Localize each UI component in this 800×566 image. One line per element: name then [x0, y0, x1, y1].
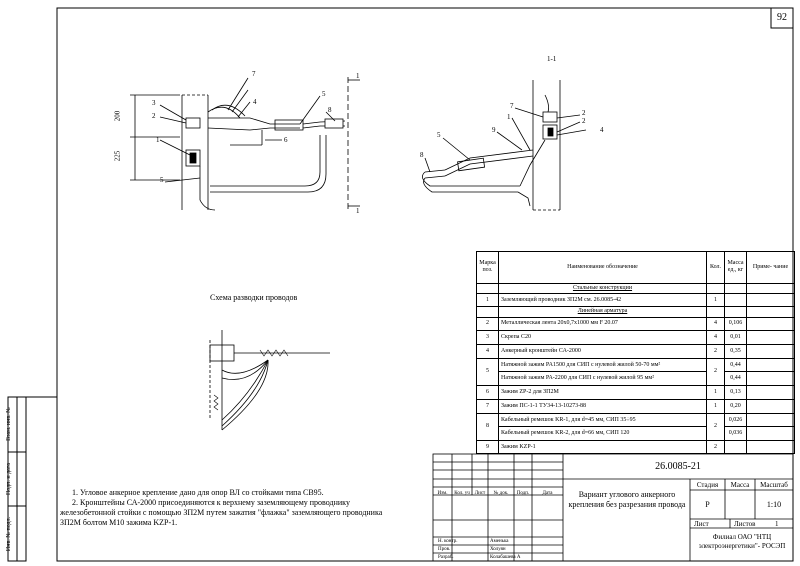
sheet-number-box — [770, 7, 794, 29]
name-developed: Колабашева А — [490, 555, 521, 560]
note-line-3: железобетонной стойки с помощью ЗП2М пут… — [60, 508, 383, 517]
table-row: Кабельный ремешок KR-2, для d=66 мм, СИП… — [477, 426, 795, 442]
callout-right-5: 5 — [437, 131, 441, 139]
side-stamp-boxes — [7, 396, 57, 562]
sheet-label: Лист — [694, 520, 709, 528]
col-date: Дата — [542, 491, 553, 496]
scale-label: Масштаб — [760, 481, 788, 489]
callout-right-2b: 2 — [582, 117, 586, 125]
header-mark: Марка поз. — [476, 251, 499, 284]
mass-label: Масса — [730, 481, 750, 489]
specification-table: Марка поз. Наименование обозначение Кол.… — [476, 251, 795, 454]
note-line-2: 2. Кронштейны СА-2000 присоединяются к в… — [72, 498, 350, 507]
wire-routing-scheme — [209, 330, 330, 431]
section-steel: Стальные конструкции — [498, 282, 707, 295]
left-elevation-view — [130, 77, 360, 211]
section-view-1-1 — [422, 80, 587, 211]
name-checked: Холуян — [490, 547, 506, 552]
role-developed: Разраб. — [438, 555, 454, 560]
dimension-upper: 200 — [113, 110, 122, 122]
role-checked: Пров. — [438, 547, 451, 552]
name-norm-control: Аменька — [490, 539, 509, 544]
callout-left-5b: 5 — [160, 176, 164, 184]
dimension-lower: 225 — [113, 150, 122, 162]
section-label: 1-1 — [547, 55, 557, 63]
stage-label: Стадия — [696, 481, 719, 489]
callout-left-4: 4 — [253, 98, 257, 106]
callout-right-4: 4 — [600, 126, 604, 134]
callout-left-6: 6 — [284, 136, 288, 144]
callout-left-3: 3 — [152, 99, 156, 107]
header-qty: Кол. — [706, 251, 725, 284]
stage-value: Р — [705, 500, 710, 509]
section-marker-top: 1 — [356, 72, 360, 80]
header-note: Приме- чание — [746, 251, 795, 284]
col-doc: № док. — [493, 491, 509, 496]
stamp-replace-inv: Взам. инв. № — [6, 407, 12, 441]
callout-left-1: 1 — [156, 136, 160, 144]
col-izm: Изм. — [437, 491, 448, 496]
role-norm-control: Н. контр. — [438, 539, 458, 544]
sheets-value: 1 — [775, 520, 779, 528]
section-marker-bottom: 1 — [356, 207, 360, 215]
col-list: Лист — [474, 491, 486, 496]
stamp-sign-date: Подп. и дата — [6, 462, 12, 496]
callout-right-9: 9 — [492, 126, 496, 134]
stamp-inv-original: Инв. № подл. — [6, 516, 12, 552]
col-kol: Кол. уч — [454, 491, 470, 496]
table-row: Натяжной зажим РА-2200 для СИП с нулевой… — [477, 371, 795, 387]
scale-value: 1:10 — [766, 500, 782, 509]
callout-left-8: 8 — [328, 106, 332, 114]
callout-right-7: 7 — [510, 102, 514, 110]
callout-right-1: 1 — [507, 113, 511, 121]
doc-code: 26.0085-21 — [655, 461, 701, 472]
organization: Филиал ОАО "НТЦ электроэнергетики"- РОСЭ… — [698, 533, 786, 550]
drawing-title: Вариант углового анкерного крепления без… — [568, 490, 686, 509]
header-name: Наименование обозначение — [498, 251, 707, 284]
callout-left-7: 7 — [252, 70, 256, 78]
note-line-1: 1. Угловое анкерное крепление дано для о… — [72, 488, 324, 497]
sheets-label: Листов — [734, 520, 756, 528]
title-block-grid — [432, 453, 794, 562]
col-sign: Подп. — [516, 491, 530, 496]
sheet-number: 92 — [777, 12, 787, 23]
callout-left-2: 2 — [152, 112, 156, 120]
callout-left-5a: 5 — [322, 90, 326, 98]
callout-right-2a: 2 — [582, 109, 586, 117]
scheme-title: Схема разводки проводов — [210, 293, 298, 302]
header-mass: Масса ед., кг — [724, 251, 747, 284]
section-line: Линейная арматура — [498, 305, 707, 318]
callout-right-8: 8 — [420, 151, 424, 159]
note-line-4: ЗП2М болтом М10 зажима KZP-1. — [60, 518, 178, 527]
